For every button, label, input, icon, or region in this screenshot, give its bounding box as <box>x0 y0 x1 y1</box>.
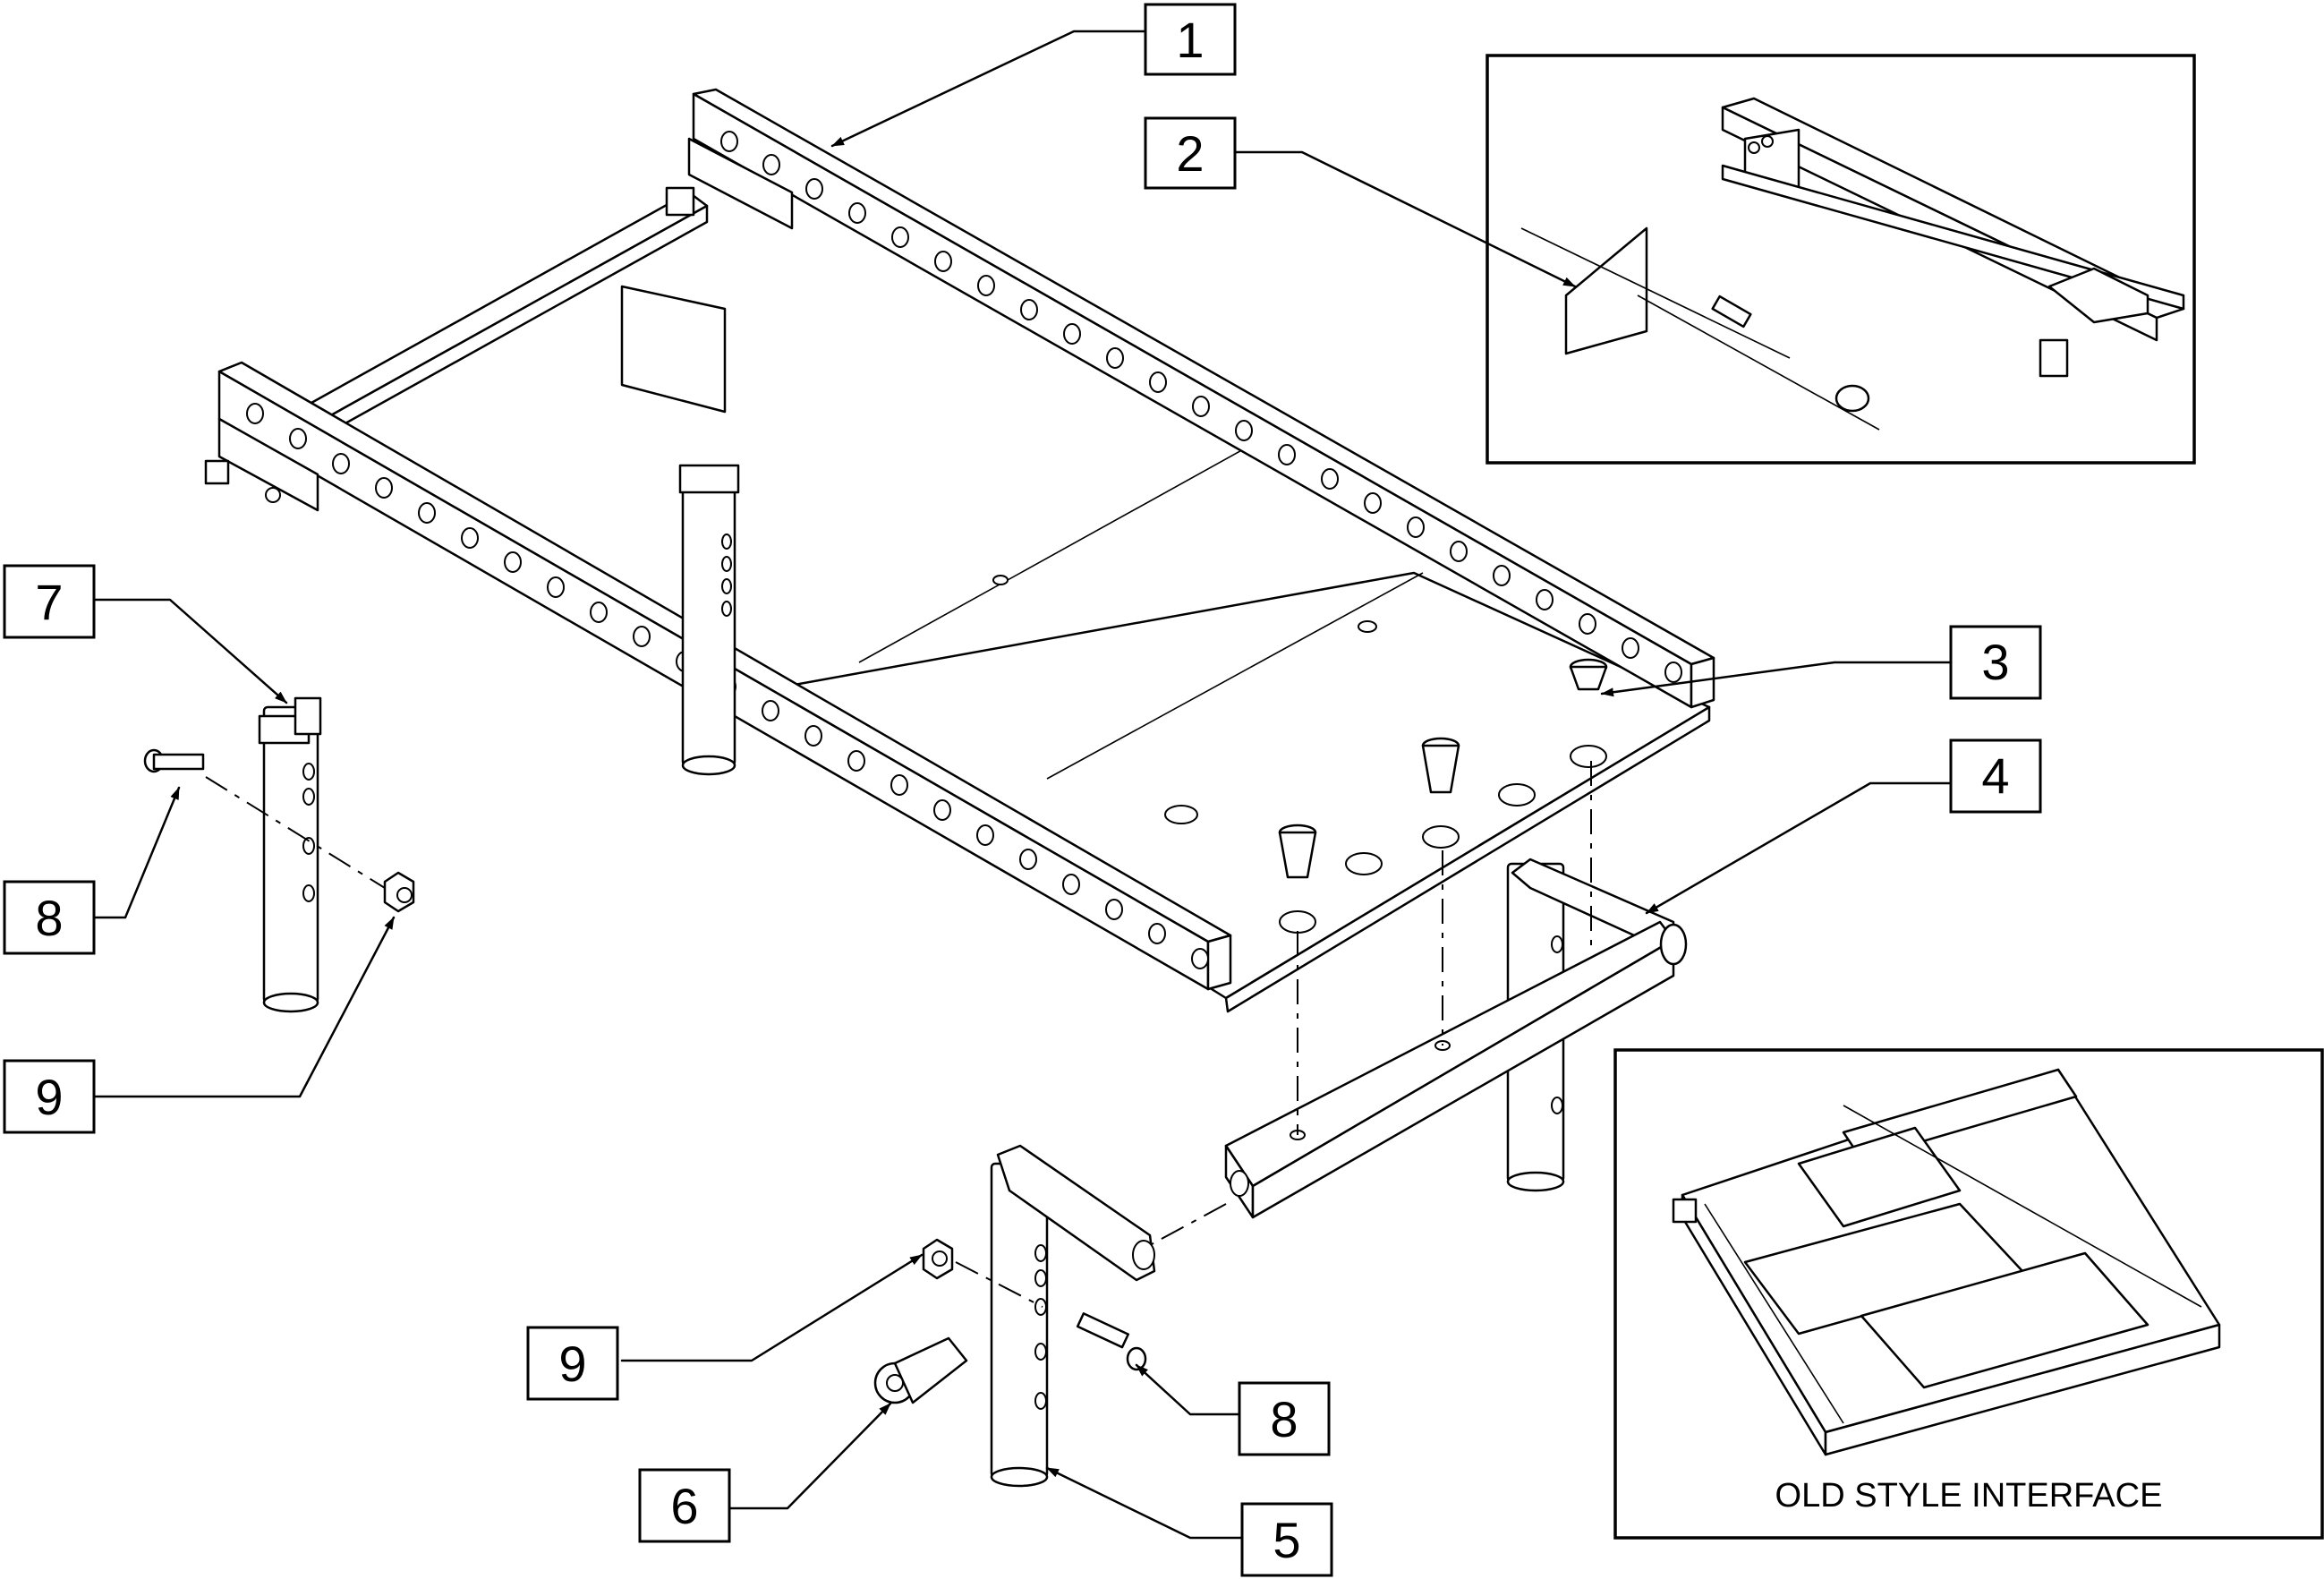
old-style-interface-caption: OLD STYLE INTERFACE <box>1775 1477 2163 1515</box>
callout-6: 6 <box>638 1468 731 1543</box>
callout-8-left: 8 <box>3 880 96 955</box>
screw-left <box>143 748 205 773</box>
callout-7: 7 <box>3 564 96 639</box>
svg-text:8: 8 <box>35 890 63 946</box>
leader-lines <box>92 30 1953 1540</box>
svg-text:3: 3 <box>1981 634 2009 690</box>
nut-bottom <box>922 1238 954 1280</box>
pin-assembly-bottom <box>990 1144 1156 1488</box>
callout-4: 4 <box>1949 738 2042 814</box>
callout-9-bottom: 9 <box>526 1326 619 1401</box>
frame-assembly <box>204 88 1715 1013</box>
rear-leg <box>681 482 736 767</box>
callout-5: 5 <box>1240 1502 1333 1577</box>
svg-text:2: 2 <box>1176 125 1204 182</box>
old-style-interface-drawing <box>1672 1068 2221 1456</box>
rear-rail-holes <box>720 131 1682 683</box>
pin-assembly-left <box>258 696 322 1013</box>
svg-text:7: 7 <box>35 574 63 630</box>
callout-3: 3 <box>1949 625 2042 700</box>
svg-text:4: 4 <box>1981 747 2009 804</box>
svg-text:9: 9 <box>558 1336 586 1392</box>
svg-text:8: 8 <box>1270 1391 1298 1447</box>
countersunk-screw <box>1278 658 1608 879</box>
callout-2: 2 <box>1144 116 1237 190</box>
inset-pin-detail-drawing <box>1520 97 2185 431</box>
callout-9-left: 9 <box>3 1059 96 1134</box>
shoulder-bolt <box>873 1336 968 1404</box>
callout-8-bottom: 8 <box>1238 1381 1331 1456</box>
screw-bottom <box>1076 1312 1147 1371</box>
nut-left <box>383 871 415 913</box>
callout-1: 1 <box>1144 3 1237 76</box>
svg-text:6: 6 <box>670 1478 698 1534</box>
svg-text:9: 9 <box>35 1069 63 1125</box>
svg-text:5: 5 <box>1273 1512 1300 1568</box>
front-rail-holes <box>246 403 1209 969</box>
svg-text:1: 1 <box>1176 12 1204 68</box>
